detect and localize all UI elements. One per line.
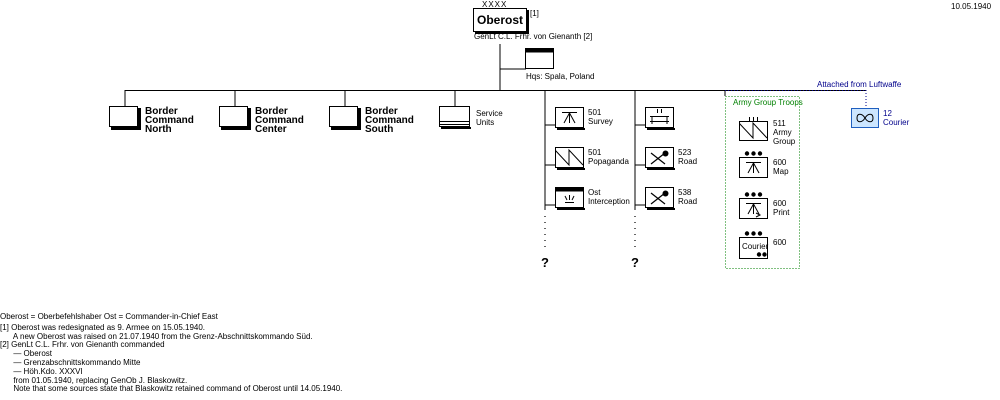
courier-box-text: Courier (742, 242, 769, 251)
footnotes: Oberost = Oberbefehlshaber Ost = Command… (0, 312, 343, 394)
army-group-rank-symbol: XXXX (482, 0, 508, 9)
question-mark: ? (541, 255, 549, 270)
note-line: — Grenzabschnittskommando Mitte (0, 357, 141, 367)
luftwaffe-title: Attached from Luftwaffe (817, 80, 902, 89)
propeller-icon (851, 108, 879, 128)
note-line: from 01.05.1940, replacing GenOb J. Blas… (0, 375, 188, 385)
note-line: — Höh.Kdo. XXXVI (0, 366, 83, 376)
date-label: 10.05.1940 (951, 2, 992, 11)
construction-icon (645, 147, 675, 170)
note-line: [1] Oberost was redesignated as 9. Armee… (0, 322, 206, 332)
hqs-location: Hqs: Spala, Poland (526, 72, 595, 81)
signal-intercept-icon (555, 187, 585, 210)
note-line: [2] GenLt C.L. Frhr. von Gienanth comman… (0, 340, 165, 350)
propaganda-icon (555, 147, 585, 170)
unit-label: 600 Map (773, 158, 789, 176)
hq-footnote: [1] (530, 9, 539, 18)
hq-commander: GenLt C.L. Frhr. von Gienanth [2] (474, 32, 593, 41)
command-symbol (219, 106, 251, 130)
hqs-symbol (525, 48, 554, 69)
print-icon (739, 192, 768, 219)
unit-label: 600 Print (773, 199, 790, 217)
command-symbol (329, 106, 361, 130)
army-group-troops-title: Army Group Troops (733, 98, 803, 107)
unit-label: 511 Army Group (773, 119, 796, 146)
question-mark: ? (631, 255, 639, 270)
note-line: A new Oberost was raised on 21.07.1940 f… (0, 331, 313, 341)
note-line: Oberost = Oberbefehlshaber Ost = Command… (0, 312, 218, 321)
service-units-symbol (439, 106, 471, 129)
survey-icon (739, 151, 768, 178)
signal-icon (739, 117, 768, 141)
courier-icon: Courier (739, 231, 771, 263)
hq-box: Oberost (473, 8, 527, 32)
note-line: Note that some sources state that Blasko… (0, 384, 343, 394)
construction-icon (645, 187, 675, 210)
survey-icon (555, 107, 585, 130)
unit-label: 600 (773, 238, 787, 247)
command-symbol (109, 106, 141, 130)
note-line: — Oberost (0, 349, 53, 359)
hq-name: Oberost (476, 13, 523, 27)
bridge-icon (645, 107, 675, 130)
